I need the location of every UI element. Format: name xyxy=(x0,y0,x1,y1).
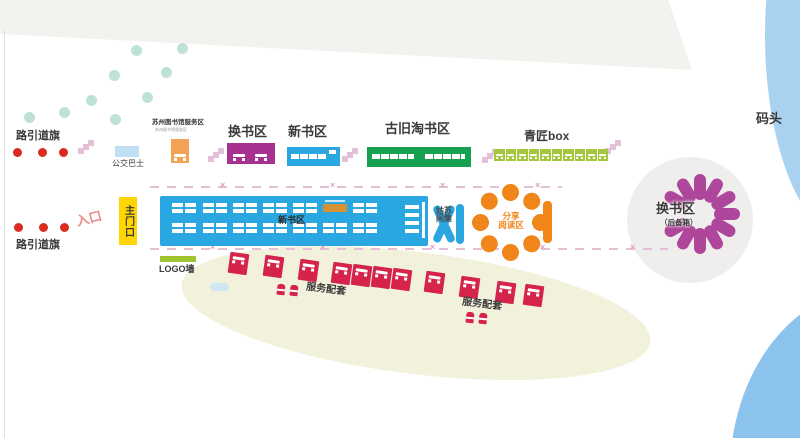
visitor-figure xyxy=(276,283,286,296)
small-pond xyxy=(210,283,229,291)
mint-dot xyxy=(59,107,70,118)
new-books-label: 新书区 xyxy=(288,124,328,139)
road-flags-top-label: 路引道旗 xyxy=(16,130,60,142)
trunk-exchange-circle xyxy=(627,157,753,283)
mint-dot xyxy=(24,112,35,123)
entrance-label: 入口 xyxy=(74,208,104,229)
service-tent xyxy=(262,254,285,279)
steps-marker xyxy=(208,156,214,162)
visitor-figure xyxy=(465,311,475,324)
service-tent xyxy=(423,270,446,295)
red-flag-dot xyxy=(60,223,69,232)
trunk-exchange-sublabel: （后备箱） xyxy=(660,218,698,227)
book-exchange-label: 换书区 xyxy=(228,124,268,139)
red-flag-dot xyxy=(38,148,47,157)
top-road-area xyxy=(0,0,692,70)
service-tent xyxy=(227,251,250,276)
library-service-stall xyxy=(171,139,189,163)
service-tent xyxy=(390,267,413,292)
mint-dot xyxy=(110,114,121,125)
library-service-label: 苏州图书馆服务区 xyxy=(152,119,204,126)
visitor-figure xyxy=(478,312,488,325)
new-books-hall: 新书区 xyxy=(160,196,428,246)
old-books-label: 古旧淘书区 xyxy=(385,121,451,136)
service-tent xyxy=(330,261,353,286)
steps-marker xyxy=(482,157,488,163)
logo-wall-marker xyxy=(160,256,196,262)
steps-marker xyxy=(342,156,348,162)
hall-wall xyxy=(422,202,425,238)
gusu-market-label: 姑苏 闲集 xyxy=(436,206,452,224)
hall-banner-text xyxy=(325,200,345,202)
gusu-market-wall xyxy=(456,204,464,244)
main-gate: 主门口 xyxy=(119,197,137,245)
red-flag-dot xyxy=(39,223,48,232)
mint-dot xyxy=(161,67,172,78)
shared-reading-label: 分享 阅读区 xyxy=(498,211,524,230)
bus-stop-marker xyxy=(115,146,139,157)
qingjiang-box-stalls xyxy=(494,149,608,161)
reading-area-wall xyxy=(543,201,552,243)
bus-label: 公交巴士 xyxy=(112,159,144,168)
road-flags-left-label: 路引道旗 xyxy=(16,239,60,251)
mint-dot xyxy=(86,95,97,106)
visitor-figure xyxy=(289,284,299,297)
barrier-line-bottom xyxy=(150,248,668,250)
barrier-line-top xyxy=(150,186,562,188)
service-tent xyxy=(522,283,545,308)
red-flag-dot xyxy=(13,148,22,157)
book-exchange-stalls xyxy=(227,143,275,164)
qingjiang-box-label: 青匠box xyxy=(524,129,570,143)
steps-marker xyxy=(78,148,84,154)
red-flag-dot xyxy=(14,223,23,232)
service-tent xyxy=(370,265,393,290)
new-books-hall-label: 新书区 xyxy=(278,215,306,225)
old-books-stalls xyxy=(367,147,471,167)
logo-wall-label: LOGO墙 xyxy=(159,264,195,274)
mint-dot xyxy=(109,70,120,81)
mint-dot xyxy=(142,92,153,103)
service-tent xyxy=(458,275,481,300)
mint-dot xyxy=(131,45,142,56)
service-tent xyxy=(350,263,373,288)
mint-dot xyxy=(177,43,188,54)
new-books-stalls xyxy=(287,147,340,166)
site-boundary-line xyxy=(4,30,5,438)
steps-marker xyxy=(605,148,611,154)
service-lawn-ellipse xyxy=(174,223,658,403)
library-service-sublabel: 苏州图书馆服务区 xyxy=(155,127,187,132)
hall-stage xyxy=(405,205,419,235)
dock-label: 码头 xyxy=(756,111,783,126)
service-tent xyxy=(297,258,320,283)
water-bottom-right xyxy=(730,288,800,438)
hall-activity-table xyxy=(323,204,347,212)
trunk-exchange-label: 换书区 xyxy=(656,201,696,216)
red-flag-dot xyxy=(59,148,68,157)
